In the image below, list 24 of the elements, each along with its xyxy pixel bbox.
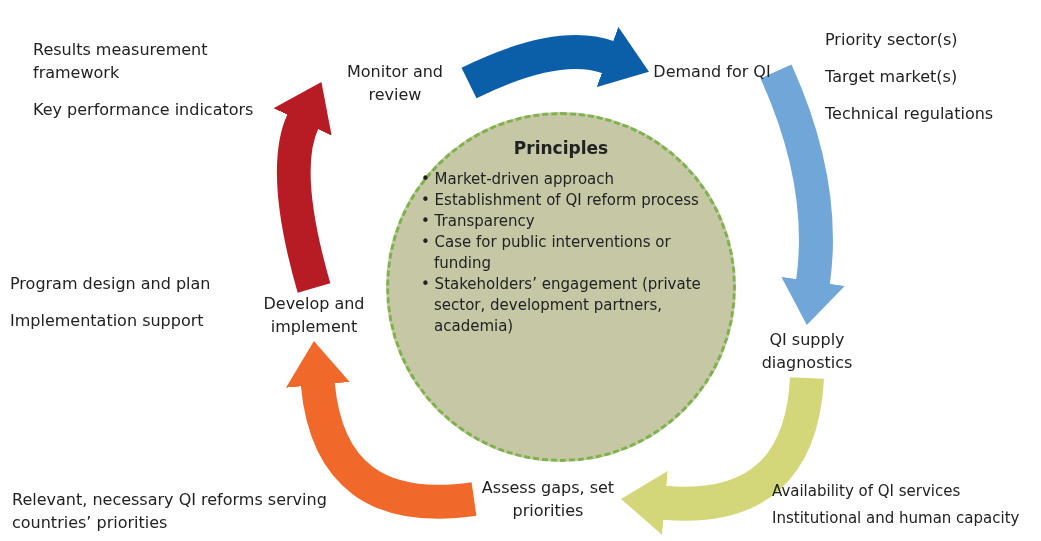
output-note: Target market(s)	[825, 66, 959, 88]
output-note: Results measurement framework	[33, 39, 209, 84]
output-note: Relevant, necessary QI reforms serving countries’ priorities	[12, 489, 328, 534]
output-note: Institutional and human capacity	[772, 508, 1021, 529]
stage-label: Monitor and review	[346, 61, 444, 106]
circle-heading: Principles	[512, 137, 610, 160]
curved-arrow	[461, 26, 650, 99]
curved-arrow	[760, 64, 845, 326]
output-note: Implementation support	[10, 310, 205, 332]
principle-item: • Transparency	[421, 211, 536, 232]
output-note: Priority sector(s)	[825, 29, 959, 51]
principle-item: • Market-driven approach	[421, 169, 616, 190]
curved-arrow	[273, 81, 333, 293]
principle-item: • Stakeholders’ engagement (private sector, development partners, academia)	[421, 274, 702, 337]
principle-item: • Establishment of QI reform process	[421, 190, 700, 211]
stage-label: QI supply diagnostics	[760, 329, 854, 374]
output-note: Program design and plan	[10, 273, 212, 295]
stage-label: Assess gaps, set priorities	[480, 477, 616, 522]
stage-label: Demand for QI	[652, 61, 772, 83]
output-note: Technical regulations	[825, 103, 995, 125]
output-note: Availability of QI services	[772, 481, 962, 502]
stage-label: Develop and implement	[262, 293, 366, 338]
principle-item: • Case for public interventions or funding	[421, 232, 672, 274]
output-note: Key performance indicators	[33, 99, 255, 121]
